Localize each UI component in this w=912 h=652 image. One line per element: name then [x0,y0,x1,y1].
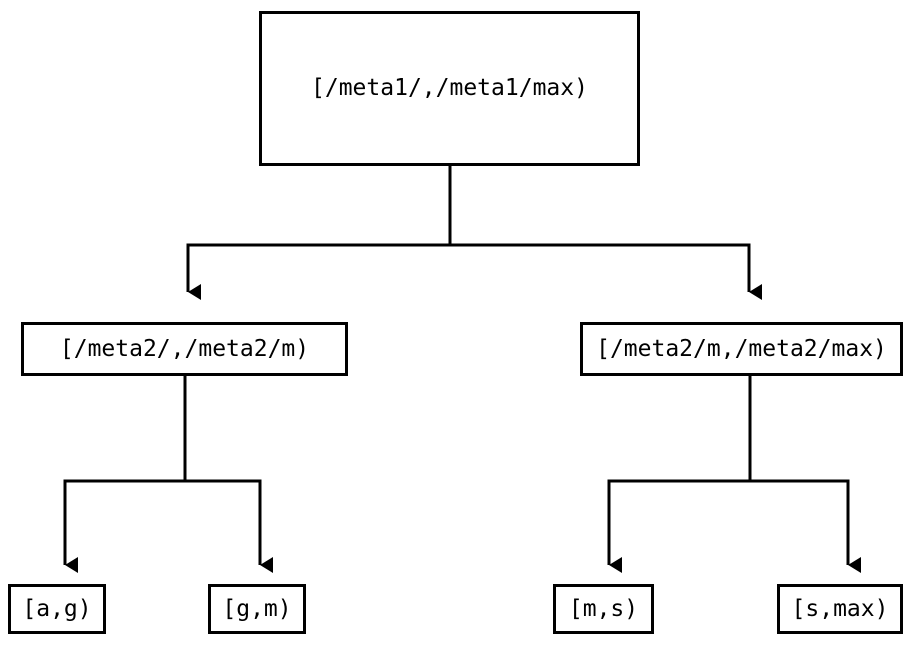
edge-root-to-mid-right [450,243,762,300]
tree-node-leaf-ag[interactable]: [a,g) [8,584,106,634]
tree-node-mid-right[interactable]: [/meta2/m,/meta2/max) [580,322,903,376]
tree-node-mid-right-label: [/meta2/m,/meta2/max) [596,335,887,362]
tree-node-leaf-gm-label: [g,m) [222,595,292,622]
tree-node-leaf-gm[interactable]: [g,m) [208,584,306,634]
tree-node-root[interactable]: [/meta1/,/meta1/max) [259,11,640,166]
tree-node-mid-left[interactable]: [/meta2/,/meta2/m) [21,322,348,376]
tree-node-leaf-ms-label: [m,s) [568,595,639,622]
edge-mid-right-to-leaf-smax [750,479,861,573]
tree-node-leaf-smax[interactable]: [s,max) [777,584,903,634]
edge-mid-left-to-leaf-ag [63,376,187,573]
edge-mid-right-to-leaf-ms [607,376,752,573]
tree-node-leaf-ag-label: [a,g) [22,595,92,622]
edge-root-to-mid-left [186,166,452,300]
edge-mid-left-to-leaf-gm [185,479,273,573]
tree-node-mid-left-label: [/meta2/,/meta2/m) [59,335,310,362]
tree-node-leaf-smax-label: [s,max) [791,595,889,622]
tree-node-root-label: [/meta1/,/meta1/max) [311,75,588,101]
tree-node-leaf-ms[interactable]: [m,s) [553,584,654,634]
